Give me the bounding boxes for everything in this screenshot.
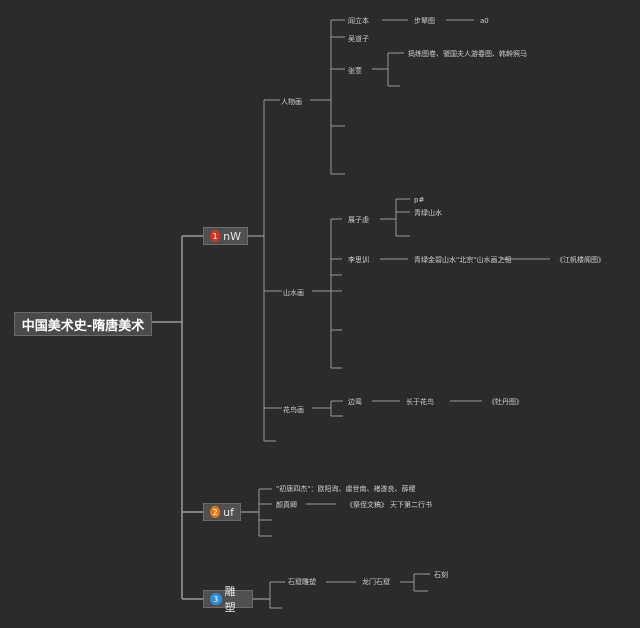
number-badge-icon: 2	[210, 506, 221, 518]
node-bianluan[interactable]: 边鸾	[348, 398, 362, 406]
node-zx2[interactable]: 青绿山水	[414, 209, 442, 217]
branch-topic-1[interactable]: 1 nW	[203, 227, 248, 245]
node-a0[interactable]: a0	[480, 17, 489, 25]
node-bl-desc[interactable]: 长于花鸟	[406, 398, 434, 406]
node-zhangxuan-desc[interactable]: 捣练图卷、虢国夫人游春图、韩幹照马	[408, 50, 527, 58]
node-yzq-note[interactable]: 天下第二行书	[390, 501, 432, 509]
node-renwu[interactable]: 人物画	[281, 98, 302, 106]
branch-label: uf	[223, 505, 234, 519]
node-lisixun[interactable]: 李思训	[348, 256, 369, 264]
node-huaniao[interactable]: 花鸟画	[283, 406, 304, 414]
node-lsx-desc[interactable]: 青绿金碧山水"北宗"山水画之祖	[414, 256, 512, 264]
node-diaosu[interactable]: 石窟雕塑	[288, 578, 316, 586]
node-yanzhenqing[interactable]: 颜真卿	[276, 501, 297, 509]
node-yanliben[interactable]: 阎立本	[348, 17, 369, 25]
node-shu1[interactable]: "初唐四杰"：欧阳询、虞世南、褚遂良、薛稷	[276, 485, 416, 493]
node-zx1[interactable]: p#	[414, 196, 425, 204]
node-zhanziqian[interactable]: 展子虔	[348, 216, 369, 224]
number-badge-icon: 3	[210, 593, 222, 605]
node-yzq-work[interactable]: 《祭侄文稿》	[346, 501, 388, 509]
branch-topic-3[interactable]: 3 雕塑	[203, 585, 253, 614]
node-bunian[interactable]: 步辇图	[414, 17, 435, 25]
branch-topic-2[interactable]: 2 uf	[203, 503, 241, 521]
branch-label: nW	[223, 229, 241, 243]
root-topic[interactable]: 中国美术史-隋唐美术	[14, 312, 152, 336]
branch-label: 雕塑	[224, 585, 236, 614]
node-shanshui[interactable]: 山水画	[283, 289, 304, 297]
node-fengxian[interactable]: 石刻	[434, 571, 448, 579]
node-zhangxuan[interactable]: 张萱	[348, 67, 362, 75]
node-wudaozi[interactable]: 吴道子	[348, 35, 369, 43]
node-lsx-work[interactable]: 《江帆楼阁图》	[556, 256, 605, 264]
node-longmen[interactable]: 龙门石窟	[362, 578, 390, 586]
node-bl-work[interactable]: 《牡丹图》	[488, 398, 523, 406]
number-badge-icon: 1	[210, 230, 221, 242]
